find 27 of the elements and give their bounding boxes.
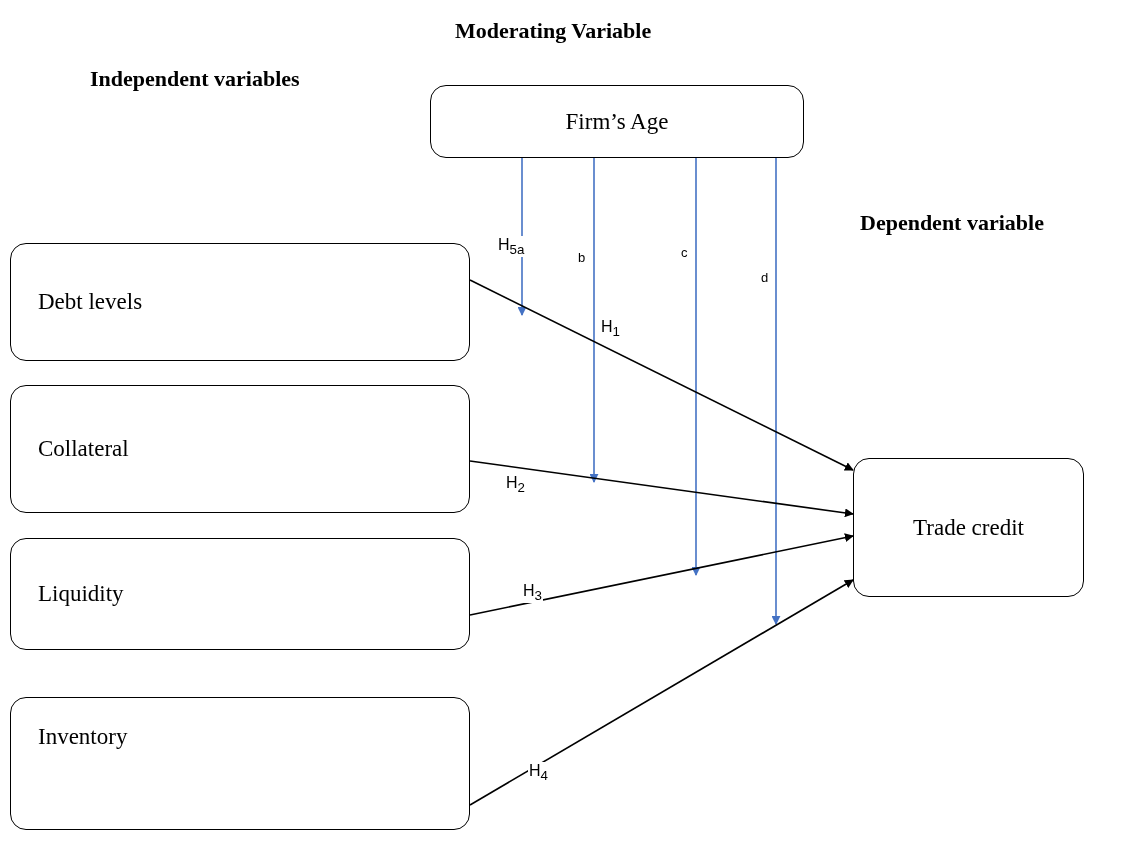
section-heading: Dependent variable <box>860 210 1044 236</box>
variable-box <box>853 458 1084 597</box>
variable-box <box>430 85 804 158</box>
edge-label: H$_{3}$ <box>522 582 543 604</box>
node-label: Trade credit <box>913 514 1024 541</box>
variable-box <box>10 697 470 830</box>
section-heading: Moderating Variable <box>455 18 652 44</box>
node-label: Firm’s Age <box>565 108 669 135</box>
arrow <box>771 157 781 625</box>
arrow <box>469 533 854 616</box>
edge-label: b <box>577 250 587 265</box>
variable-box <box>10 538 470 650</box>
edge-label: H$_{5a}$ <box>497 236 526 258</box>
node-label: Liquidity <box>38 581 124 607</box>
arrow <box>469 460 854 518</box>
arrow <box>589 157 599 483</box>
variable-box <box>10 385 470 513</box>
node-label: Inventory <box>38 724 128 750</box>
arrow <box>691 157 701 576</box>
node-label: Debt levels <box>38 289 143 315</box>
node-label: Collateral <box>38 436 129 462</box>
arrow <box>469 279 854 471</box>
edge-label: d <box>760 270 770 285</box>
section-heading: Independent variables <box>90 66 300 92</box>
arrow <box>469 579 854 806</box>
variable-box <box>10 243 470 361</box>
arrow <box>517 157 527 316</box>
